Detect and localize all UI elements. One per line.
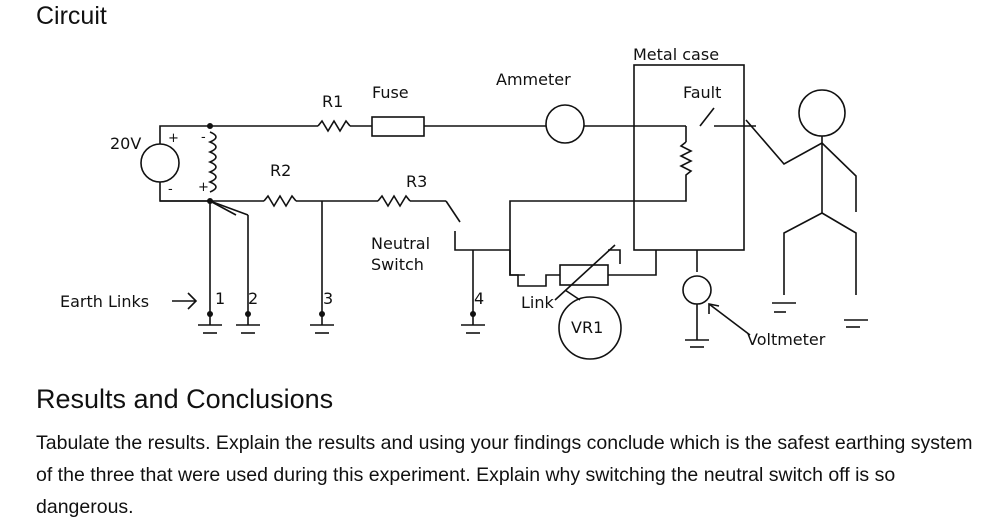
transformer-coil [207,131,217,193]
earth-links-label: Earth Links [60,292,149,311]
vr1-label: VR1 [571,318,603,337]
voltmeter [682,275,712,305]
circuit-diagram: 20V + - - + R1 Fuse Ammeter Metal case F… [60,45,868,360]
case-resistor [679,141,693,183]
neutral-switch [445,200,461,223]
source-plus: + [168,131,179,146]
voltmeter-label: Voltmeter [747,330,826,349]
source-label: 20V [110,134,141,153]
metal-case [633,64,745,251]
coil-plus: + [198,180,209,195]
resistor-r1 [317,119,351,133]
fault-label: Fault [683,83,721,102]
fuse [371,116,425,137]
r3-label: R3 [406,172,427,191]
neutral-switch-label-2: Switch [371,255,424,274]
earth-link-1: 1 [198,201,225,334]
r1-label: R1 [322,92,343,111]
resistor-r2 [263,194,297,208]
source-minus: - [168,182,173,197]
earth-link-2: 2 [209,200,260,334]
coil-minus: - [201,130,206,145]
neutral-switch-label-1: Neutral [371,234,430,253]
earth-4-label: 4 [474,289,484,308]
vr1-meter [558,296,622,360]
earth-1-label: 1 [215,289,225,308]
link-label: Link [521,293,555,312]
earth-link-3: 3 [310,201,334,334]
fuse-label: Fuse [372,83,409,102]
results-heading: Results and Conclusions [36,384,334,414]
fault-switch [699,107,715,127]
ammeter-label: Ammeter [496,70,571,89]
instructions-paragraph: Tabulate the results. Explain the result… [36,432,973,518]
link [509,250,560,287]
voltage-source [140,143,180,183]
ammeter [545,104,585,144]
circuit-heading: Circuit [36,2,107,30]
r2-label: R2 [270,161,291,180]
resistor-r3 [377,194,411,208]
variable-resistor [559,264,609,286]
earth-2-label: 2 [248,289,258,308]
earth-3-label: 3 [323,289,333,308]
person-head [798,89,846,137]
earth-link-4: 4 [461,288,485,334]
metal-case-label: Metal case [633,45,719,64]
